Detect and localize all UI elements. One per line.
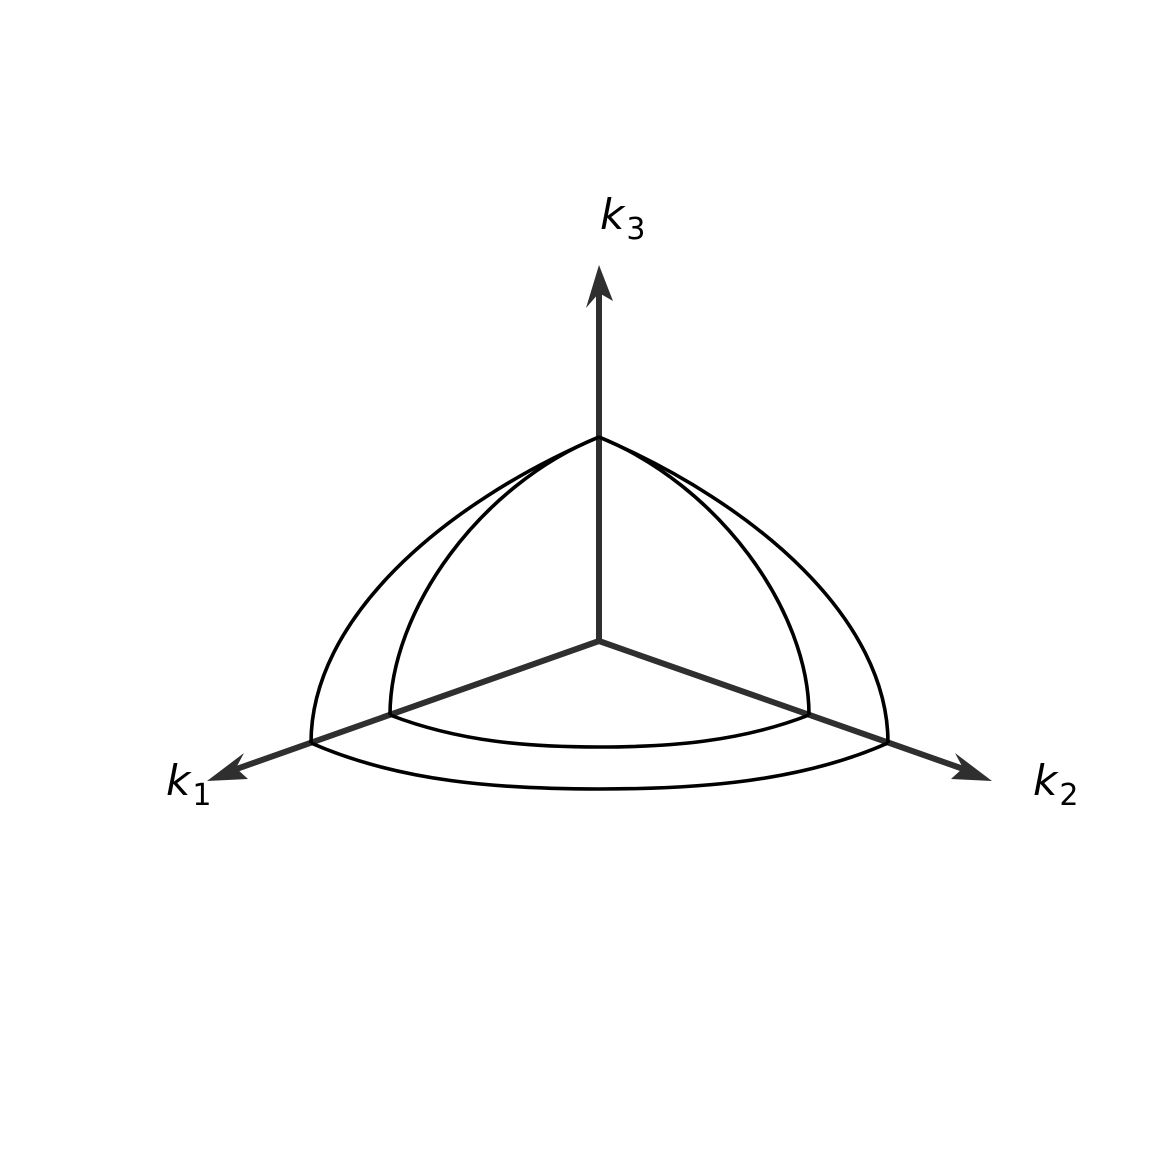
k3-label-variable: k (600, 190, 625, 239)
outer-arc-k2-k3 (598, 435, 890, 744)
k2-label-subscript: 2 (1059, 778, 1079, 813)
k2-label-variable: k (1033, 756, 1058, 805)
k3-axis-label: k3 (600, 194, 645, 245)
inner-arc-k1-k3 (388, 435, 600, 716)
k1-label-subscript: 1 (192, 778, 212, 813)
outer-octant (309, 435, 890, 791)
k3-label-subscript: 3 (626, 212, 646, 247)
k1-axis-label: k1 (166, 760, 211, 811)
inner-octant (388, 435, 811, 749)
k1-axis-line (227, 638, 600, 775)
k3-arrow-head (586, 265, 613, 308)
k2-axis-label: k2 (1033, 760, 1078, 811)
k1-arrow-head (207, 753, 248, 781)
outer-arc-k1-k3 (309, 435, 600, 744)
inner-arc-k2-k3 (598, 435, 811, 716)
k1-label-variable: k (166, 756, 191, 805)
inner-arc-k1-k2 (389, 713, 810, 749)
outer-arc-k1-k2 (310, 741, 889, 791)
k2-arrow-head (951, 753, 992, 781)
k2-axis-line (598, 638, 973, 775)
